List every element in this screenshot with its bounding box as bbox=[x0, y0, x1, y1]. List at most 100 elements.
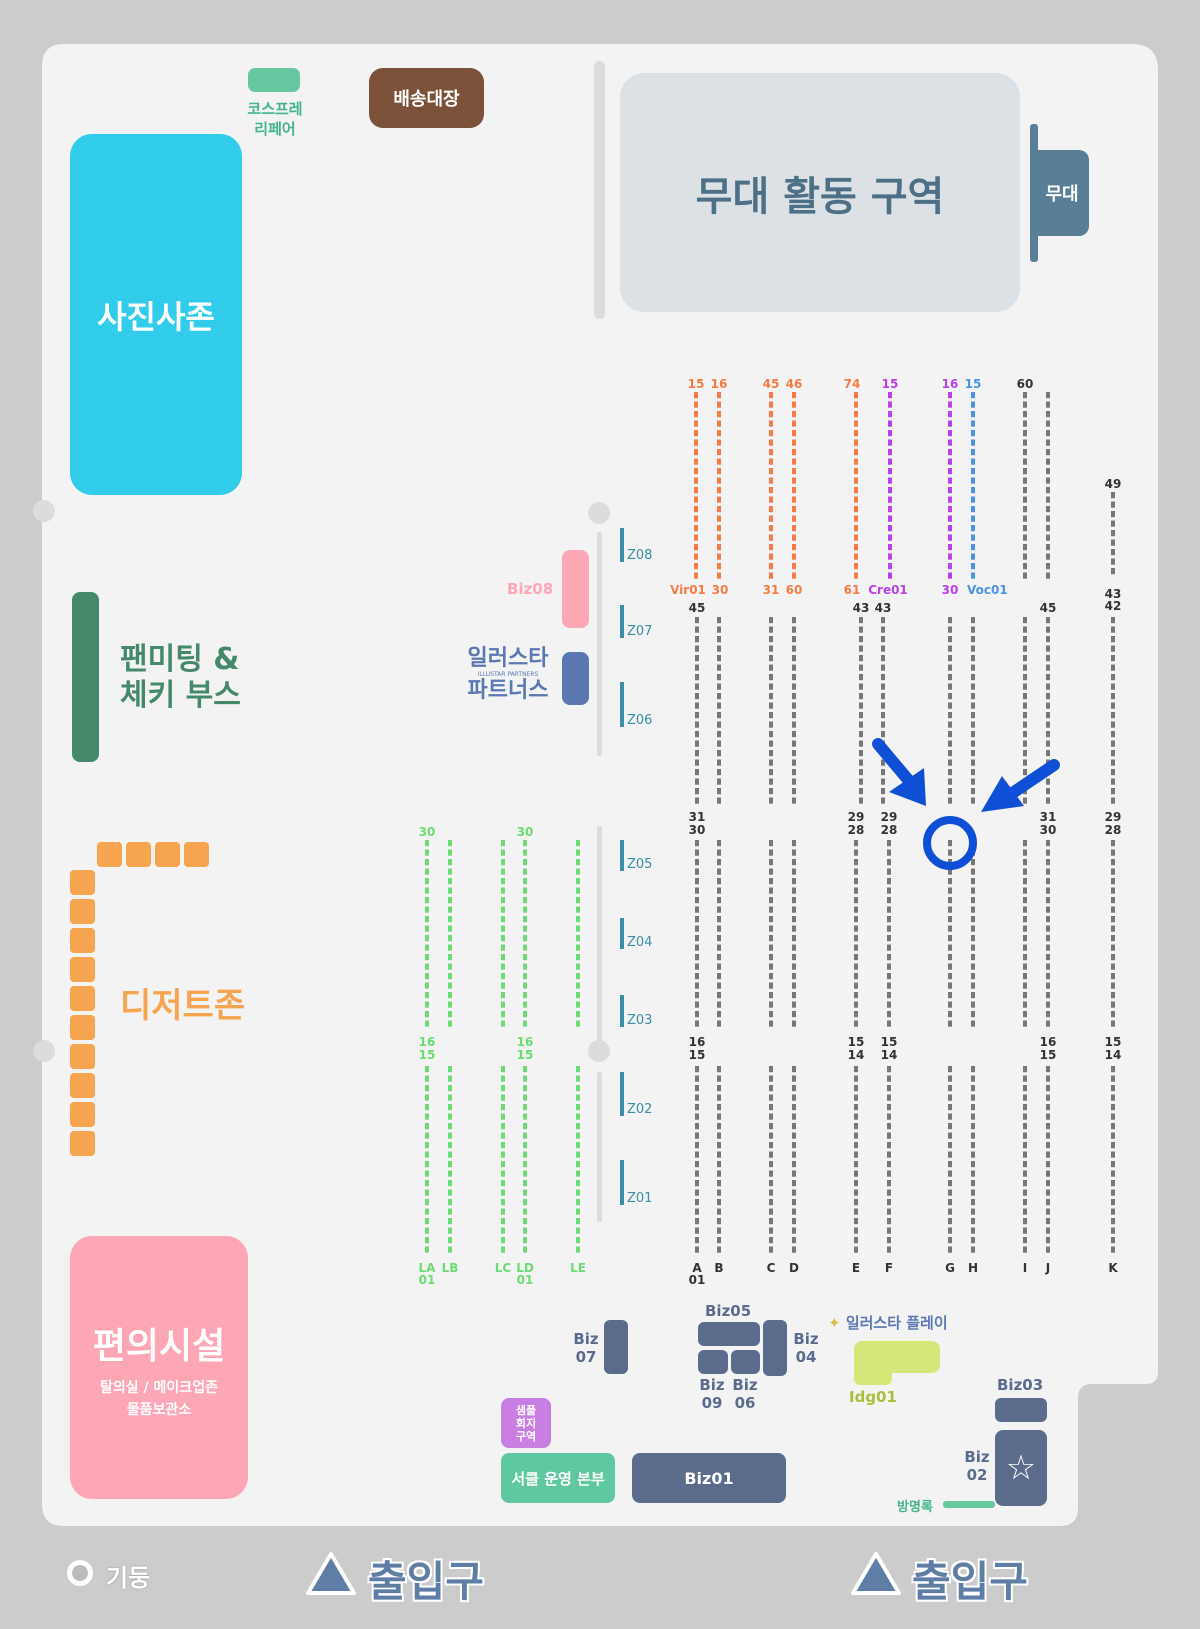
booth-seat[interactable] bbox=[854, 1227, 858, 1234]
booth-seat[interactable] bbox=[1111, 954, 1115, 961]
booth-seat[interactable] bbox=[887, 963, 891, 970]
booth-seat[interactable] bbox=[1111, 868, 1115, 875]
booth-seat-green[interactable] bbox=[523, 1020, 527, 1027]
booth-seat-green[interactable] bbox=[523, 1104, 527, 1111]
booth-seat[interactable] bbox=[1111, 1227, 1115, 1234]
booth-seat-green[interactable] bbox=[425, 1237, 429, 1244]
booth-seat[interactable] bbox=[1111, 1151, 1115, 1158]
booth-seat[interactable] bbox=[854, 887, 858, 894]
booth-seat-purple[interactable] bbox=[888, 401, 892, 408]
booth-seat[interactable] bbox=[971, 797, 975, 804]
booth-seat[interactable] bbox=[1023, 1161, 1027, 1168]
booth-seat[interactable] bbox=[717, 1199, 721, 1206]
booth-seat[interactable] bbox=[769, 1142, 773, 1149]
booth-seat[interactable] bbox=[971, 769, 975, 776]
booth-seat[interactable] bbox=[859, 636, 863, 643]
booth-seat[interactable] bbox=[1046, 1208, 1050, 1215]
booth-seat-purple[interactable] bbox=[948, 563, 952, 570]
booth-seat[interactable] bbox=[1046, 449, 1050, 456]
booth-seat-orange[interactable] bbox=[792, 401, 796, 408]
booth-seat-green[interactable] bbox=[576, 954, 580, 961]
booth-seat[interactable] bbox=[1111, 759, 1115, 766]
booth-seat[interactable] bbox=[1111, 1113, 1115, 1120]
booth-seat[interactable] bbox=[887, 1142, 891, 1149]
booth-seat[interactable] bbox=[717, 664, 721, 671]
booth-seat[interactable] bbox=[887, 1227, 891, 1234]
booth-seat[interactable] bbox=[769, 1011, 773, 1018]
booth-seat[interactable] bbox=[792, 636, 796, 643]
booth-seat-green[interactable] bbox=[501, 1123, 505, 1130]
booth-seat-green[interactable] bbox=[576, 992, 580, 999]
booth-seat[interactable] bbox=[971, 1237, 975, 1244]
booth-seat[interactable] bbox=[717, 1170, 721, 1177]
booth-seat[interactable] bbox=[695, 664, 699, 671]
booth-seat-purple[interactable] bbox=[948, 392, 952, 399]
booth-seat[interactable] bbox=[854, 897, 858, 904]
booth-seat-purple[interactable] bbox=[888, 515, 892, 522]
booth-seat-green[interactable] bbox=[501, 944, 505, 951]
booth-seat[interactable] bbox=[695, 840, 699, 847]
booth-seat-green[interactable] bbox=[576, 1199, 580, 1206]
booth-seat[interactable] bbox=[769, 878, 773, 885]
booth-seat[interactable] bbox=[792, 1237, 796, 1244]
booth-seat-blue[interactable] bbox=[971, 439, 975, 446]
booth-seat[interactable] bbox=[769, 626, 773, 633]
amenities-zone[interactable]: 편의시설 탈의실 / 메이크업존 물품보관소 bbox=[70, 1236, 248, 1499]
booth-seat[interactable] bbox=[769, 759, 773, 766]
booth-seat-green[interactable] bbox=[576, 1075, 580, 1082]
booth-seat[interactable] bbox=[887, 1132, 891, 1139]
booth-seat[interactable] bbox=[695, 963, 699, 970]
booth-seat[interactable] bbox=[695, 1227, 699, 1234]
booth-seat-green[interactable] bbox=[576, 1123, 580, 1130]
booth-seat-orange[interactable] bbox=[792, 525, 796, 532]
booth-seat-orange[interactable] bbox=[717, 506, 721, 513]
booth-seat-green[interactable] bbox=[448, 1011, 452, 1018]
booth-seat[interactable] bbox=[717, 973, 721, 980]
booth-seat-green[interactable] bbox=[576, 973, 580, 980]
booth-seat[interactable] bbox=[1046, 1094, 1050, 1101]
booth-seat-purple[interactable] bbox=[888, 468, 892, 475]
booth-seat[interactable] bbox=[859, 693, 863, 700]
booth-seat[interactable] bbox=[854, 1180, 858, 1187]
booth-seat[interactable] bbox=[887, 1123, 891, 1130]
biz01-booth[interactable]: Biz01 bbox=[632, 1453, 786, 1503]
booth-seat[interactable] bbox=[1111, 520, 1115, 527]
booth-seat[interactable] bbox=[1111, 1132, 1115, 1139]
booth-seat[interactable] bbox=[769, 916, 773, 923]
booth-seat-purple[interactable] bbox=[948, 449, 952, 456]
booth-seat[interactable] bbox=[695, 935, 699, 942]
booth-seat[interactable] bbox=[971, 1066, 975, 1073]
booth-seat[interactable] bbox=[948, 1094, 952, 1101]
booth-seat-orange[interactable] bbox=[769, 401, 773, 408]
booth-seat[interactable] bbox=[1023, 721, 1027, 728]
booth-seat[interactable] bbox=[1046, 1161, 1050, 1168]
booth-seat[interactable] bbox=[1046, 868, 1050, 875]
booth-seat[interactable] bbox=[1111, 916, 1115, 923]
z-zone-bar[interactable] bbox=[620, 605, 624, 638]
booth-seat[interactable] bbox=[1046, 1199, 1050, 1206]
booth-seat[interactable] bbox=[695, 1199, 699, 1206]
booth-seat[interactable] bbox=[792, 721, 796, 728]
booth-seat-green[interactable] bbox=[523, 1075, 527, 1082]
booth-seat[interactable] bbox=[1046, 664, 1050, 671]
booth-seat[interactable] bbox=[1046, 1227, 1050, 1234]
booth-seat-green[interactable] bbox=[425, 1113, 429, 1120]
booth-seat-green[interactable] bbox=[448, 1246, 452, 1253]
booth-seat[interactable] bbox=[971, 973, 975, 980]
booth-seat[interactable] bbox=[948, 1011, 952, 1018]
booth-seat[interactable] bbox=[792, 1218, 796, 1225]
booth-seat-green[interactable] bbox=[576, 1066, 580, 1073]
booth-seat-orange[interactable] bbox=[769, 563, 773, 570]
booth-seat-green[interactable] bbox=[576, 887, 580, 894]
booth-seat[interactable] bbox=[1023, 1113, 1027, 1120]
booth-seat[interactable] bbox=[948, 731, 952, 738]
booth-seat[interactable] bbox=[769, 944, 773, 951]
booth-seat-green[interactable] bbox=[501, 935, 505, 942]
booth-seat[interactable] bbox=[1046, 572, 1050, 579]
booth-seat[interactable] bbox=[1046, 1170, 1050, 1177]
booth-seat-purple[interactable] bbox=[888, 458, 892, 465]
booth-seat[interactable] bbox=[1023, 683, 1027, 690]
booth-seat[interactable] bbox=[948, 1189, 952, 1196]
booth-seat[interactable] bbox=[971, 887, 975, 894]
booth-seat-green[interactable] bbox=[425, 1246, 429, 1253]
